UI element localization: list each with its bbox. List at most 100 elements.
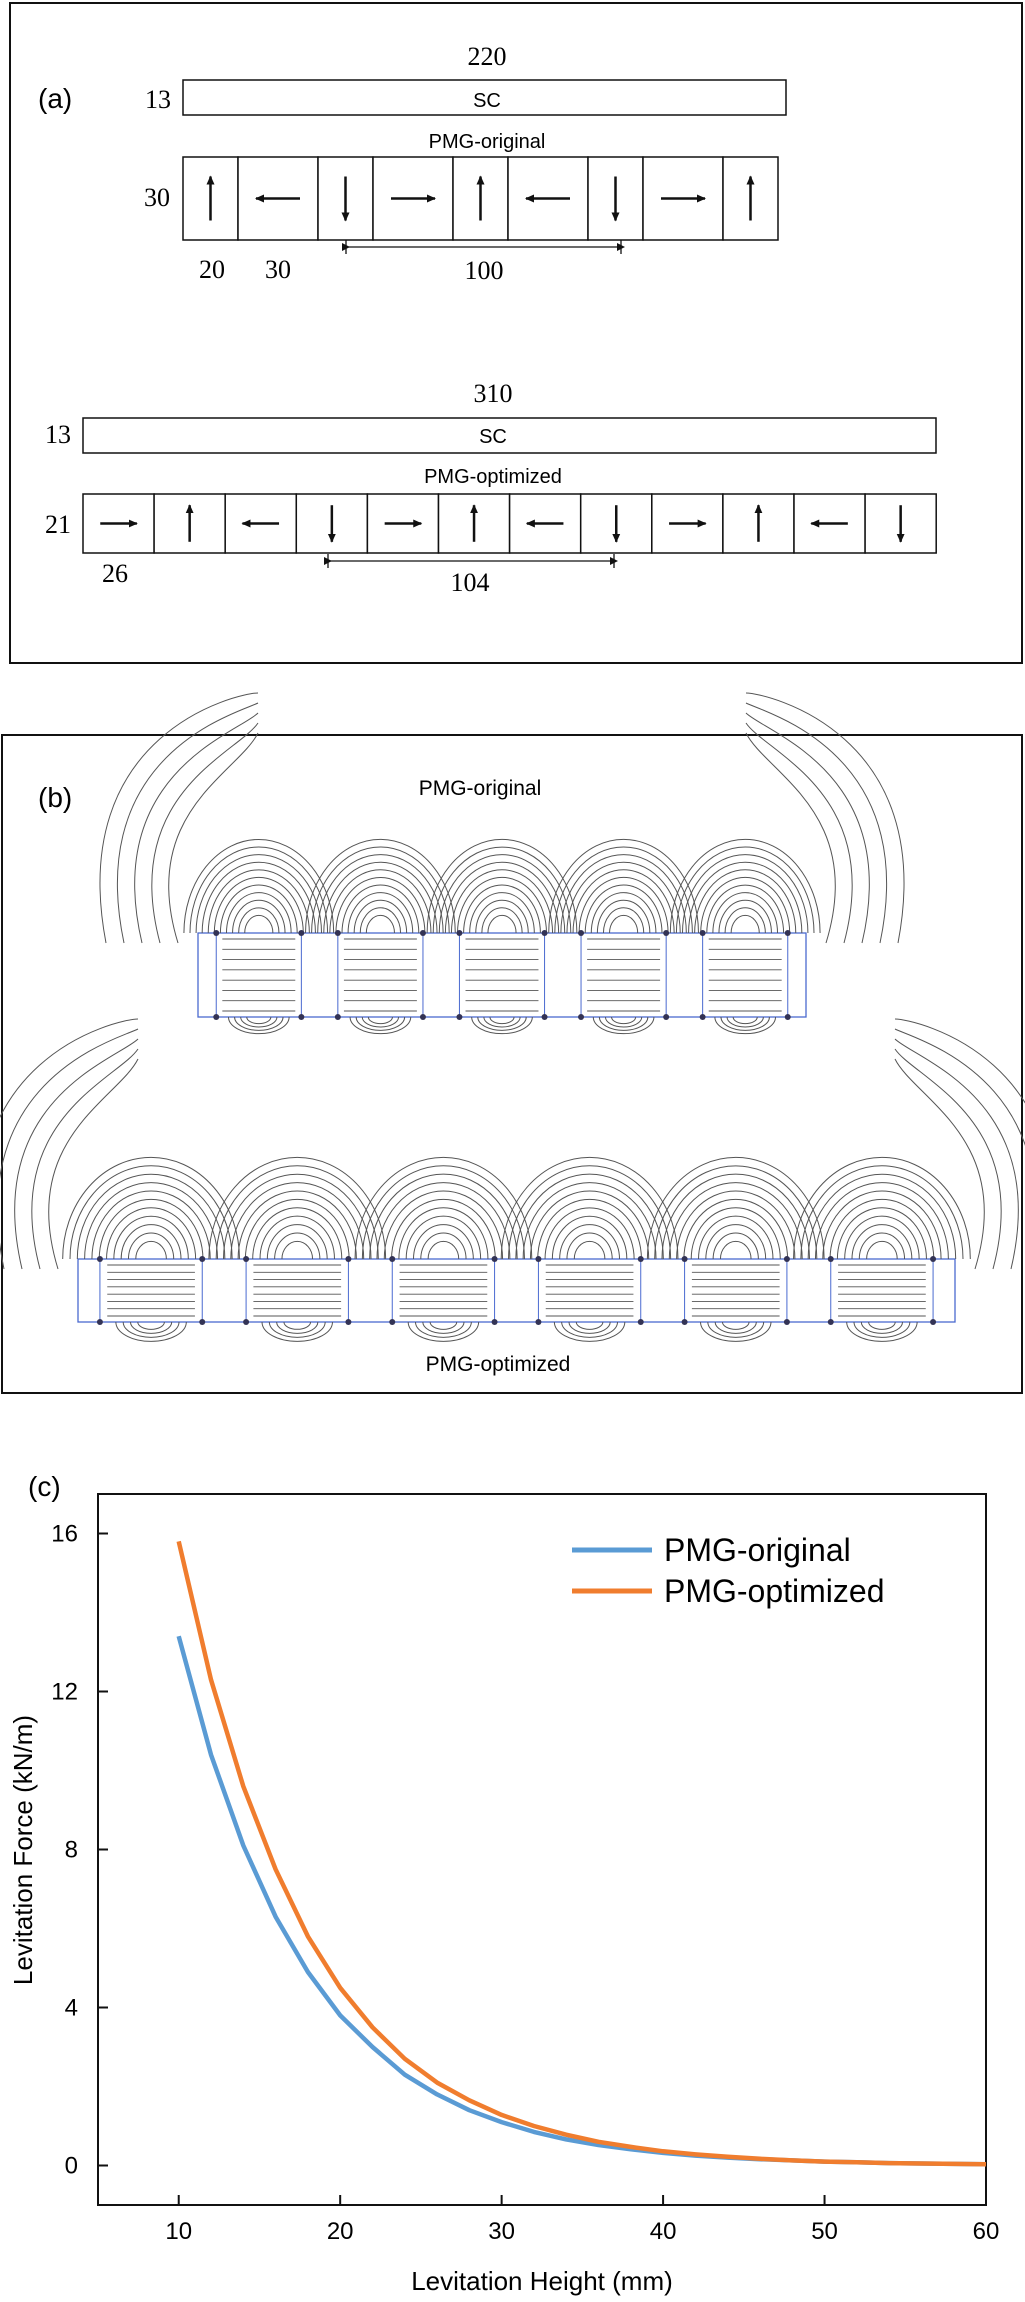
chart-series	[176, 1540, 987, 2167]
original-field-line	[745, 692, 905, 944]
optimized-field-line	[98, 1199, 204, 1260]
optimized-field-line	[712, 1232, 759, 1260]
optimized-field-line	[122, 1321, 180, 1338]
original-node	[578, 1014, 585, 1020]
optimized-field-line	[361, 1165, 525, 1260]
optimized-field-line	[0, 1018, 139, 1119]
original-field-line	[681, 854, 809, 934]
bottom-caption: PMG-optimized	[424, 466, 562, 488]
y-tick-label: 12	[51, 1679, 78, 1706]
original-field-line	[694, 869, 797, 934]
original-field-line	[602, 907, 645, 934]
optimized-field-line	[261, 1321, 333, 1342]
optimized-field-line	[829, 1198, 935, 1260]
optimized-field-line	[793, 1157, 971, 1260]
optimized-field-line	[700, 1321, 772, 1342]
optimized-node	[345, 1256, 352, 1262]
optimized-field-line	[283, 1321, 312, 1330]
optimized-field-line	[268, 1321, 326, 1338]
x-tick-label: 20	[327, 2218, 354, 2245]
original-node	[334, 1014, 341, 1020]
original-node	[541, 1014, 548, 1020]
optimized-field-line	[822, 1190, 942, 1260]
original-field-line	[598, 1016, 649, 1031]
original-field-line	[712, 892, 779, 934]
top-magnet-array	[182, 156, 779, 241]
optimized-field-line	[814, 1182, 949, 1260]
optimized-field-line	[853, 1321, 911, 1338]
optimized-field-line	[127, 1232, 175, 1260]
bottom-magnet-3	[295, 493, 369, 554]
original-node	[784, 930, 791, 936]
original-field-line	[457, 876, 547, 934]
original-node	[784, 1014, 791, 1020]
optimized-field-line	[807, 1173, 957, 1260]
optimized-field-line	[508, 1165, 672, 1260]
optimized-field-line	[537, 1198, 642, 1260]
optimized-pole-cell	[830, 1258, 934, 1323]
top-dim-1: 20	[199, 255, 225, 284]
original-field-line	[329, 869, 432, 934]
optimized-node	[199, 1319, 206, 1325]
original-field-line	[706, 884, 785, 934]
optimized-field-line	[654, 1165, 818, 1260]
top-dim-2: 30	[265, 255, 291, 284]
optimized-field-line	[894, 1028, 1025, 1147]
original-field-line	[483, 1016, 521, 1028]
optimized-node	[535, 1319, 542, 1325]
optimized-field-line	[515, 1173, 664, 1260]
original-field-line	[244, 914, 274, 934]
original-field-line	[463, 884, 541, 934]
optimized-field-line	[414, 1321, 472, 1338]
bottom-dim-1: 26	[102, 559, 128, 588]
optimized-field-line	[420, 1232, 467, 1260]
optimized-node	[491, 1319, 498, 1325]
original-field-line	[745, 712, 870, 944]
optimized-field-line	[721, 1321, 750, 1330]
original-pole-cell	[215, 932, 302, 1018]
original-field-line	[487, 914, 517, 934]
original-field-line	[305, 838, 456, 934]
original-field-line	[349, 1016, 412, 1035]
optimized-node	[243, 1256, 250, 1262]
optimized-field-line	[836, 1207, 927, 1260]
optimized-field-line	[575, 1321, 604, 1330]
original-field-line	[745, 732, 836, 944]
original-field-line	[317, 854, 444, 934]
optimized-field-line	[383, 1190, 504, 1260]
optimized-field-line	[222, 1173, 372, 1260]
original-field-line	[240, 1016, 278, 1028]
optimized-field-line	[230, 1182, 365, 1260]
original-field-line	[560, 854, 687, 934]
original-field-line	[604, 1016, 643, 1028]
optimized-node	[96, 1319, 103, 1325]
original-field-line	[745, 722, 853, 944]
y-tick-label: 4	[65, 1995, 78, 2022]
original-node	[334, 930, 341, 936]
optimized-pole-cell	[537, 1258, 642, 1323]
original-node	[578, 930, 585, 936]
original-field-line	[183, 838, 335, 934]
top-sc-label: SC	[473, 90, 501, 112]
original-field-line	[168, 732, 259, 944]
optimized-node	[345, 1319, 352, 1325]
optimized-field-line	[237, 1190, 357, 1260]
optimized-field-line	[568, 1321, 611, 1334]
original-field-line	[361, 1016, 400, 1028]
optimized-field-line	[573, 1240, 606, 1260]
original-field-line	[469, 892, 535, 934]
optimized-field-line	[529, 1190, 650, 1260]
optimized-field-line	[544, 1207, 635, 1260]
original-field-line	[355, 1016, 406, 1031]
original-field-line	[572, 869, 675, 934]
optimized-field-line	[412, 1224, 474, 1260]
original-node	[213, 1014, 220, 1020]
field-lines-optimized	[0, 1018, 1025, 1342]
optimized-field-line	[69, 1165, 233, 1260]
optimized-node	[637, 1319, 644, 1325]
original-node	[456, 930, 463, 936]
optimized-node	[681, 1319, 688, 1325]
bottom-sc-label: SC	[479, 426, 507, 448]
original-field-line	[225, 892, 292, 934]
